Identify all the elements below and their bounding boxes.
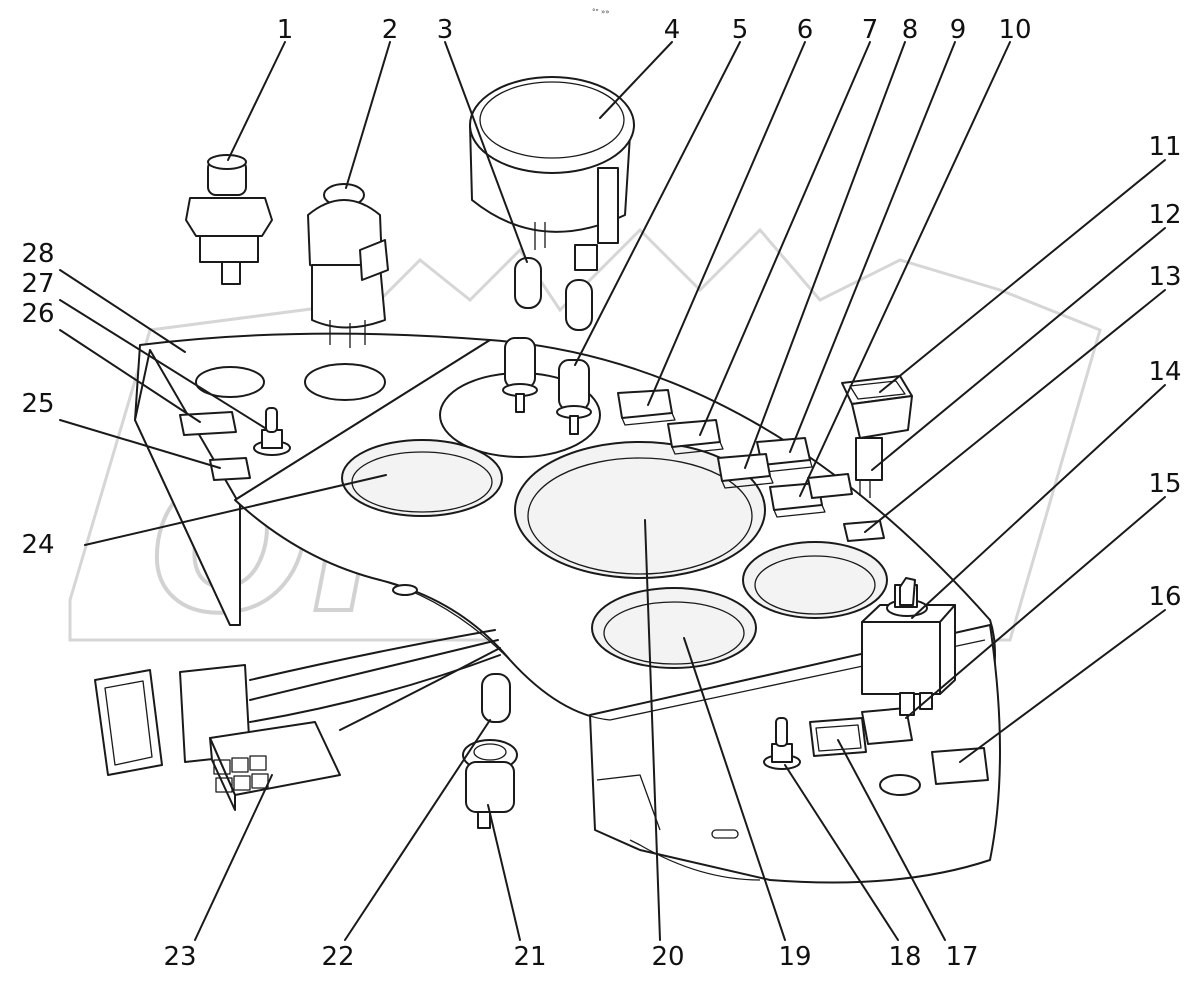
wiring-harness [94, 629, 501, 811]
callout-1: 1 [277, 15, 294, 45]
callout-18: 18 [888, 942, 921, 972]
bulb-22 [481, 673, 511, 723]
callout-13: 13 [1148, 262, 1181, 292]
callout-24: 24 [21, 530, 54, 560]
connector-a [94, 669, 163, 776]
callout-27: 27 [21, 269, 54, 299]
callout-26: 26 [21, 299, 54, 329]
gauge-4 [469, 76, 635, 271]
push-button-2 [307, 183, 389, 348]
switch-11 [841, 375, 913, 498]
callout-5: 5 [732, 15, 749, 45]
toggle-switch-18 [763, 717, 801, 770]
bulbs-3 [514, 257, 593, 331]
push-button-1 [185, 154, 273, 285]
callout-12: 12 [1148, 200, 1181, 230]
callout-6: 6 [797, 15, 814, 45]
title-mark: °" »» [592, 8, 610, 16]
callout-10: 10 [998, 15, 1031, 45]
callout-2: 2 [382, 15, 399, 45]
callout-9: 9 [950, 15, 967, 45]
gauge-20 [514, 441, 766, 579]
lamp-25 [209, 457, 251, 481]
callout-7: 7 [862, 15, 879, 45]
callout-3: 3 [437, 15, 454, 45]
callout-16: 16 [1148, 582, 1181, 612]
callout-20: 20 [651, 942, 684, 972]
callout-4: 4 [664, 15, 681, 45]
gauge-24 [341, 439, 503, 517]
gauges [195, 363, 921, 796]
leader-lines [59, 41, 1166, 941]
callout-15: 15 [1148, 469, 1181, 499]
callout-numbers: 1 2 3 4 5 6 7 8 9 10 11 12 13 14 15 16 1… [21, 15, 1181, 972]
callout-8: 8 [902, 15, 919, 45]
toggle-switch-14 [861, 577, 956, 716]
callout-17: 17 [945, 942, 978, 972]
lamp-16 [931, 747, 989, 785]
callout-19: 19 [778, 942, 811, 972]
callout-23: 23 [163, 942, 196, 972]
callout-25: 25 [21, 389, 54, 419]
gauge-19 [591, 587, 757, 669]
bulb-holders-5 [502, 337, 592, 435]
callout-21: 21 [513, 942, 546, 972]
callout-14: 14 [1148, 357, 1181, 387]
socket-21 [462, 739, 518, 829]
gauge-right [742, 541, 888, 619]
callout-22: 22 [321, 942, 354, 972]
callout-11: 11 [1148, 132, 1181, 162]
callout-28: 28 [21, 239, 54, 269]
toggle-switch-27 [253, 407, 291, 456]
indicator-lamps [179, 389, 989, 785]
